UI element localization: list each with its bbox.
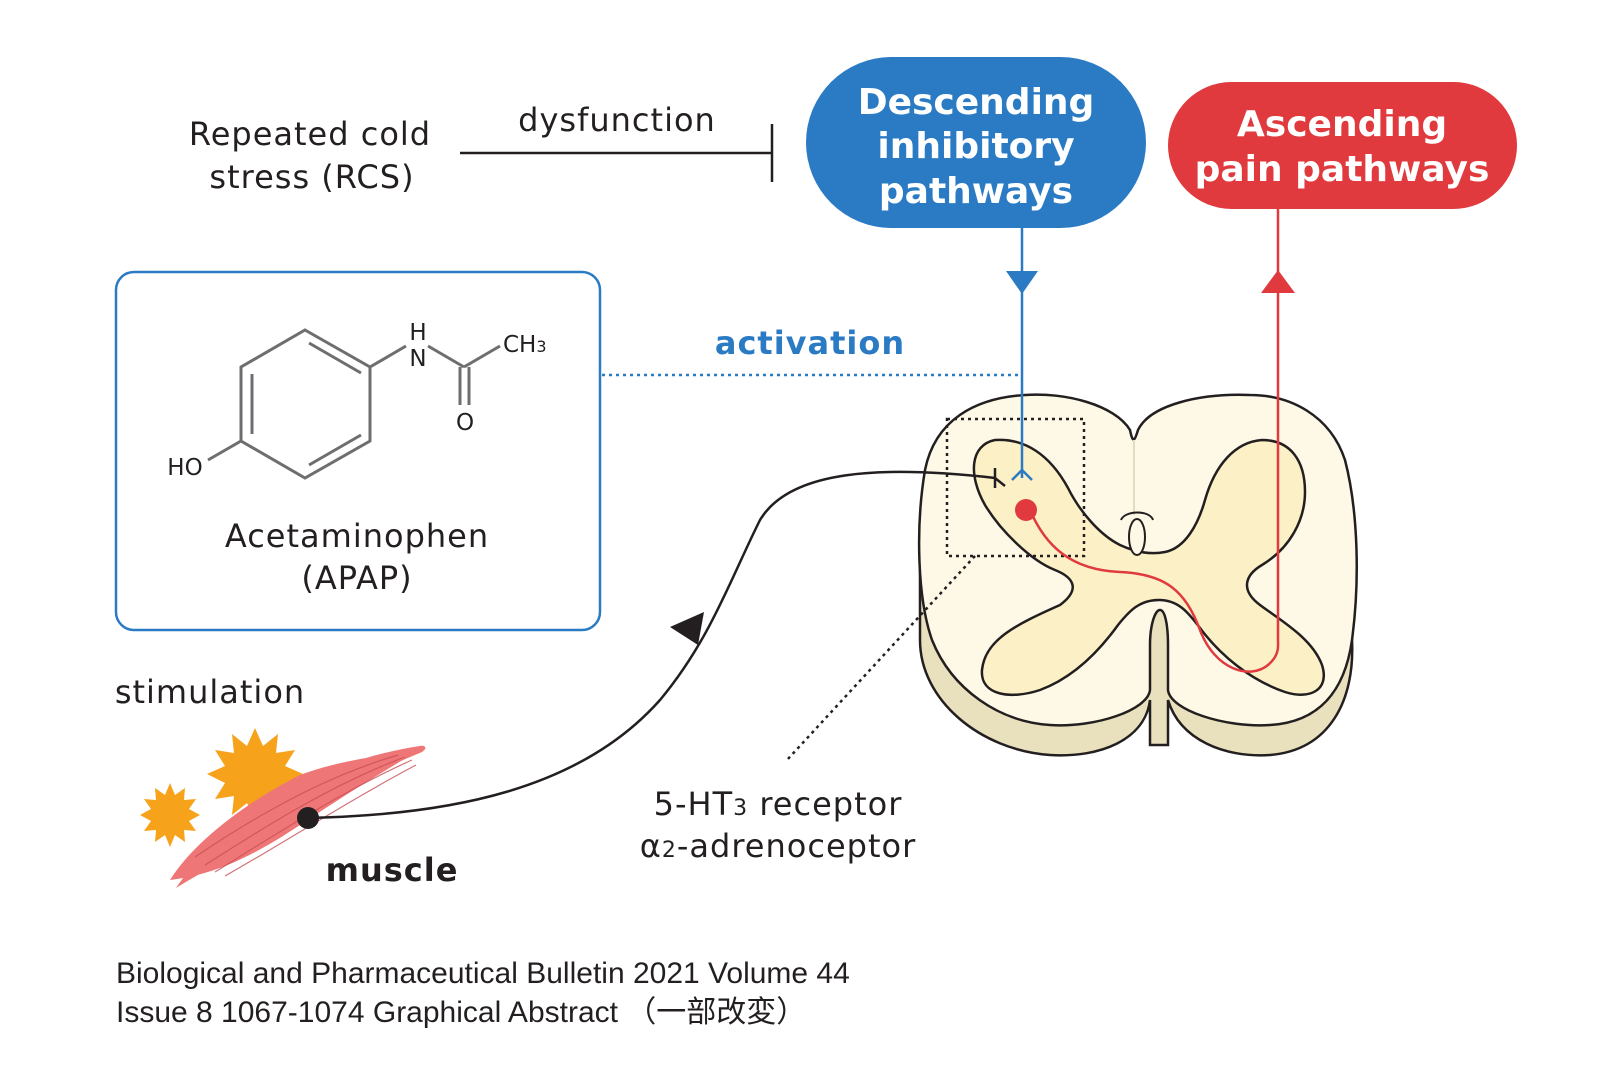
stimulation-stars bbox=[140, 728, 303, 847]
grey-matter bbox=[972, 438, 1325, 697]
citation-line1: Biological and Pharmaceutical Bulletin 2… bbox=[116, 957, 850, 990]
apap-molecule-atoms: H N CH3 O HO bbox=[167, 320, 546, 481]
descending-label-line3: pathways bbox=[879, 171, 1073, 212]
afferent-arrowhead bbox=[670, 612, 704, 645]
atom-h: H bbox=[409, 320, 426, 346]
citation-line2: Issue 8 1067-1074 Graphical Abstract （一部… bbox=[116, 996, 806, 1029]
rcs-label: Repeated cold stress (RCS) bbox=[189, 115, 431, 196]
rcs-label-line2: stress (RCS) bbox=[209, 158, 414, 196]
ascending-label-line1: Ascending bbox=[1237, 104, 1447, 145]
atom-n: N bbox=[409, 346, 426, 372]
apap-name-line1: Acetaminophen bbox=[225, 517, 489, 555]
atom-ho: HO bbox=[167, 455, 202, 481]
descending-pathway-line bbox=[1006, 228, 1038, 481]
small-star-icon bbox=[140, 783, 200, 847]
apap-name-line2: (APAP) bbox=[301, 559, 412, 597]
stimulation-label: stimulation bbox=[115, 673, 305, 711]
ascending-arrowhead bbox=[1261, 270, 1295, 293]
dorsal-horn-neuron bbox=[1015, 499, 1037, 521]
muscle-label: muscle bbox=[326, 851, 459, 889]
large-star-icon bbox=[207, 728, 303, 821]
activation-label: activation bbox=[715, 324, 905, 362]
muscle-nerve-ending bbox=[297, 807, 319, 829]
dorsal-horn-highlight bbox=[945, 417, 1086, 558]
receptor-pointer-line bbox=[786, 555, 976, 761]
ascending-label-line2: pain pathways bbox=[1195, 149, 1490, 190]
descending-label-line1: Descending bbox=[858, 82, 1095, 123]
apap-box bbox=[114, 270, 602, 632]
receptor-label-line1: 5-HT3 receptor bbox=[654, 785, 903, 823]
atom-o: O bbox=[456, 410, 474, 436]
apap-molecule bbox=[207, 328, 501, 480]
ascending-pathways-pill: Ascending pain pathways bbox=[1168, 82, 1517, 209]
descending-arrowhead bbox=[1006, 271, 1038, 294]
rcs-label-line1: Repeated cold bbox=[189, 115, 431, 153]
descending-label-line2: inhibitory bbox=[877, 126, 1074, 167]
descending-pathways-pill: Descending inhibitory pathways bbox=[806, 57, 1146, 228]
inhibition-arrow bbox=[460, 124, 774, 182]
dysfunction-label: dysfunction bbox=[518, 101, 716, 139]
afferent-nerve bbox=[297, 468, 1006, 829]
atom-ch3: CH3 bbox=[503, 332, 547, 358]
receptor-label-line2: α2-adrenoceptor bbox=[640, 827, 916, 865]
ascending-pathway-line bbox=[1015, 209, 1295, 673]
